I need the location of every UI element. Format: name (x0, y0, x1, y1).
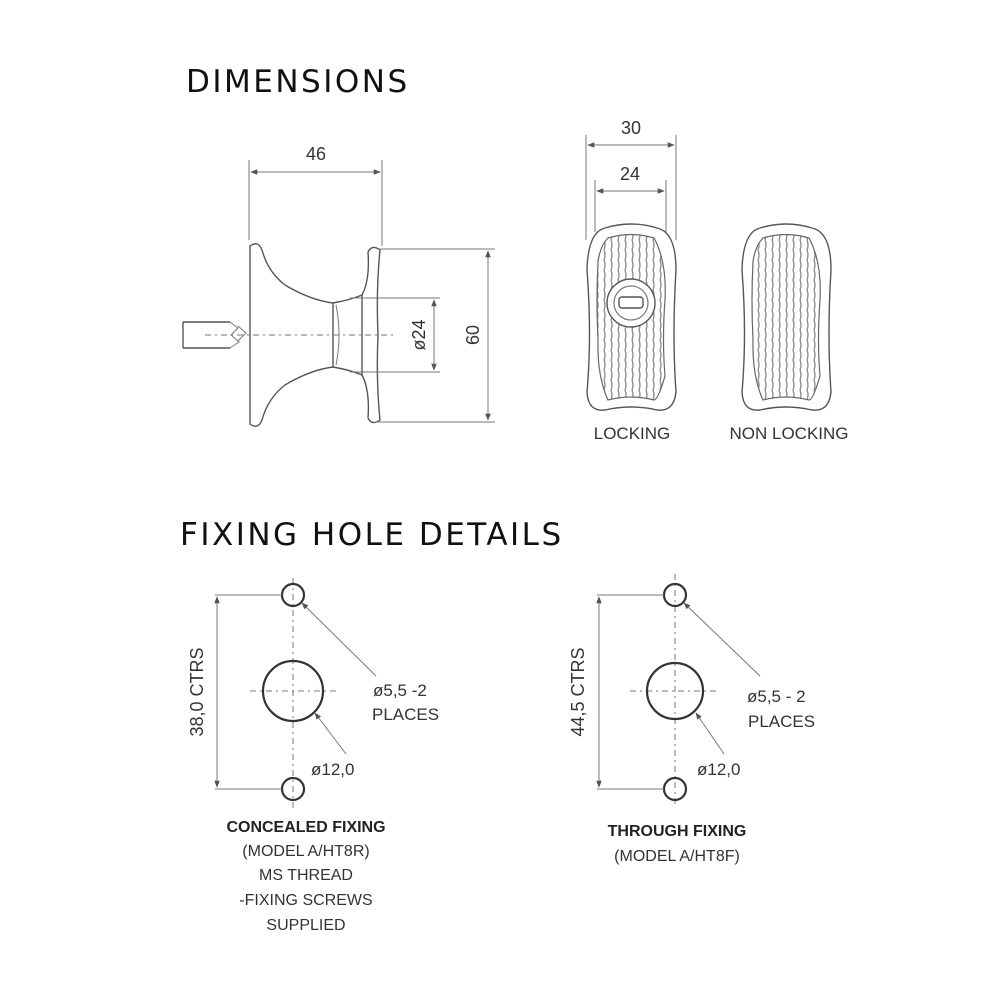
through-fixing-drawing: 44,5 CTRS ø5,5 - 2 PLACES ø12,0 THROUGH … (568, 574, 815, 865)
through-title: THROUGH FIXING (608, 823, 747, 840)
side-diameter-label: ø24 (409, 319, 429, 350)
concealed-fixing-drawing: 38,0 CTRS ø5,5 -2 PLACES ø12,0 CONCEALED… (187, 578, 439, 934)
through-model: (MODEL A/HT8F) (614, 848, 740, 865)
fixing-heading: FIXING HOLE DETAILS (180, 517, 564, 553)
concealed-title: CONCEALED FIXING (226, 819, 385, 836)
concealed-note-1: MS THREAD (259, 867, 353, 884)
outer-width-label: 30 (621, 118, 641, 138)
locking-handle-drawing: 30 24 LOCKING (585, 118, 677, 443)
concealed-note-2: -FIXING SCREWS (239, 892, 372, 909)
concealed-small-hole-label-2: PLACES (372, 705, 439, 724)
dimensions-heading: DIMENSIONS (186, 64, 410, 100)
non-locking-handle-drawing: NON LOCKING (729, 223, 849, 443)
through-centers-label: 44,5 CTRS (568, 647, 588, 736)
through-small-hole-label-2: PLACES (748, 712, 815, 731)
concealed-model: (MODEL A/HT8R) (242, 843, 369, 860)
concealed-note-3: SUPPLIED (266, 917, 345, 934)
non-locking-label: NON LOCKING (729, 424, 848, 443)
side-height-label: 60 (463, 325, 483, 345)
handle-grip (361, 246, 381, 424)
side-width-label: 46 (306, 144, 326, 164)
through-small-hole-bottom (662, 776, 688, 802)
handle-neck (332, 293, 363, 377)
concealed-centers-label: 38,0 CTRS (187, 647, 207, 736)
concealed-small-hole-label: ø5,5 -2 (373, 681, 427, 700)
locking-label: LOCKING (594, 424, 671, 443)
concealed-large-hole-label: ø12,0 (311, 760, 354, 779)
through-large-hole-label: ø12,0 (697, 760, 740, 779)
inner-width-label: 24 (620, 164, 640, 184)
spindle (182, 321, 247, 349)
through-small-hole-label: ø5,5 - 2 (747, 687, 806, 706)
side-view-drawing: 46 ø24 60 (182, 144, 495, 427)
through-large-hole (645, 661, 705, 721)
concealed-large-hole (261, 659, 325, 723)
